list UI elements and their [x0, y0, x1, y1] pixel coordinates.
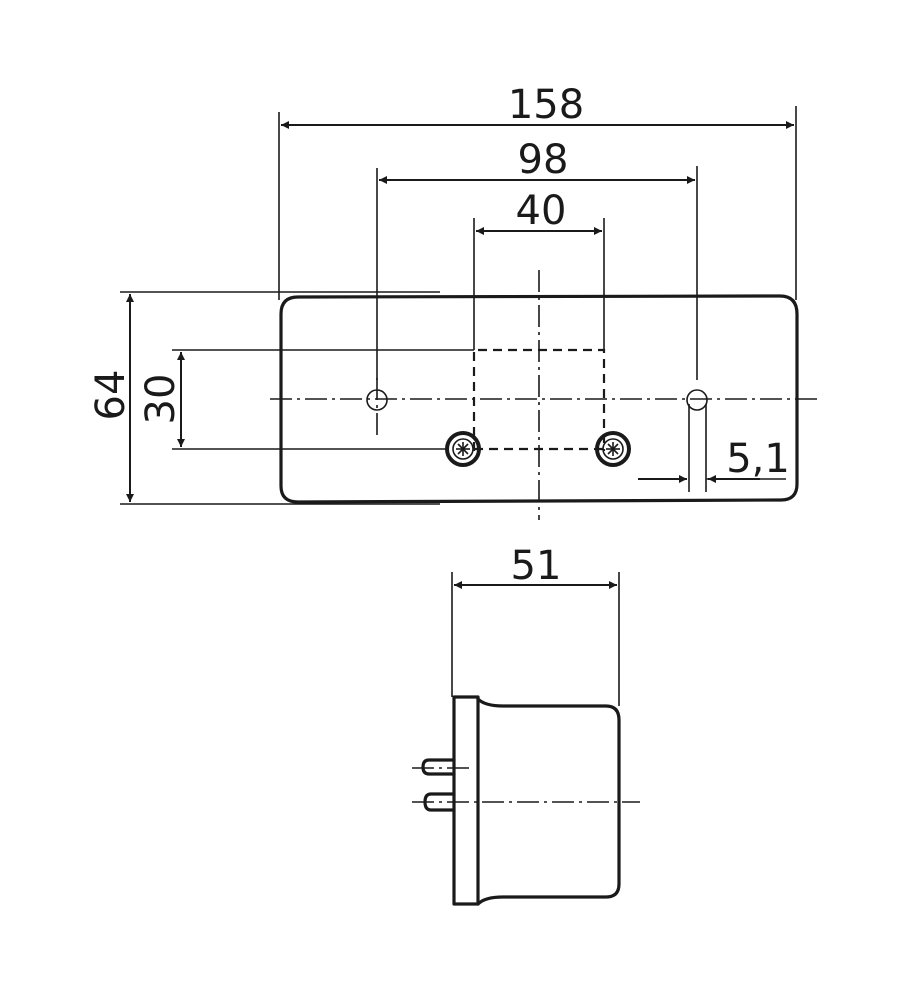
side-view: 51	[412, 543, 640, 906]
dimension-30: 30	[138, 349, 474, 450]
dimension-label-overall-width: 158	[508, 82, 584, 128]
dimension-label-hole-spacing-inner: 40	[516, 188, 567, 234]
mounting-hole-right	[686, 389, 708, 411]
dimension-51: 51	[451, 543, 620, 706]
front-view: 158 98 40 64 30	[88, 82, 822, 520]
connector-pin-upper	[421, 758, 456, 776]
dimension-64: 64	[88, 291, 440, 505]
dimension-158: 158	[278, 82, 797, 300]
dimension-40: 40	[473, 188, 605, 350]
dimension-label-overall-height: 64	[88, 370, 134, 421]
lamp-housing-outline	[279, 294, 799, 504]
hidden-mounting-contour	[472, 348, 606, 451]
side-body-outline	[476, 697, 621, 906]
dimension-98: 98	[376, 137, 698, 380]
side-flange	[452, 695, 480, 906]
dimension-label-hole-diameter: 5,1	[726, 436, 790, 482]
dimension-5-1: 5,1	[638, 404, 790, 492]
dimension-label-inner-height: 30	[138, 374, 184, 425]
dimension-label-hole-spacing-outer: 98	[518, 137, 569, 183]
dimension-label-depth: 51	[511, 543, 562, 589]
screw-right	[595, 431, 631, 467]
